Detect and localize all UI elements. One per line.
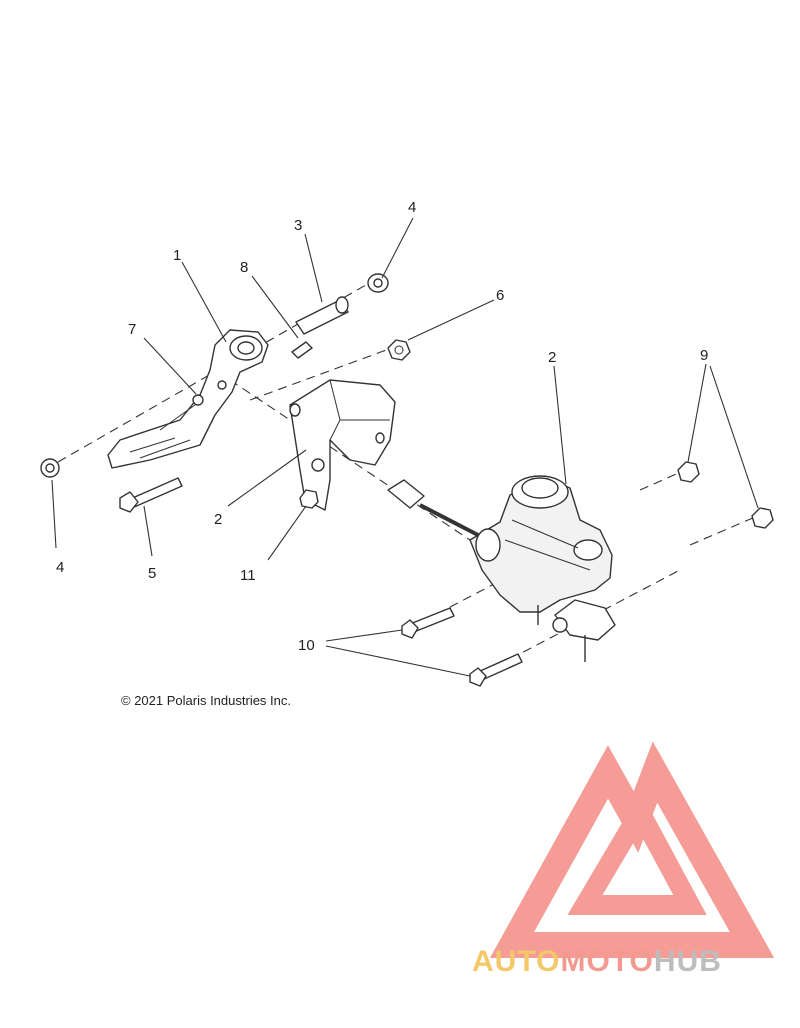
callout-2-cylinder: 2 bbox=[548, 349, 556, 366]
leader-lines bbox=[51, 217, 759, 677]
nut-6 bbox=[387, 339, 411, 361]
bolt-10-upper bbox=[401, 607, 455, 639]
watermark-hub: HUB bbox=[653, 945, 722, 978]
pedal-assembly bbox=[107, 329, 269, 469]
nut-9-upper bbox=[677, 461, 700, 483]
callout-5: 5 bbox=[148, 565, 156, 582]
washer-lower bbox=[40, 458, 60, 478]
callout-10: 10 bbox=[298, 637, 315, 654]
bolt-10-lower bbox=[469, 653, 523, 687]
pin-8 bbox=[291, 341, 313, 359]
nut-11 bbox=[299, 489, 319, 509]
callout-4-bottom: 4 bbox=[56, 559, 64, 576]
washer-upper bbox=[367, 273, 389, 293]
watermark-wordmark: AUTOMOTOHUB bbox=[472, 945, 722, 985]
callout-3: 3 bbox=[294, 217, 302, 234]
callout-8: 8 bbox=[240, 259, 248, 276]
callout-4-top: 4 bbox=[408, 199, 416, 216]
callout-9: 9 bbox=[700, 347, 708, 364]
bushing-sleeve bbox=[295, 296, 349, 335]
nut-9-lower bbox=[751, 507, 774, 529]
master-cylinder bbox=[469, 475, 616, 662]
watermark-logo bbox=[489, 741, 775, 958]
mounting-bracket bbox=[289, 379, 396, 511]
copyright-notice: © 2021 Polaris Industries Inc. bbox=[121, 693, 291, 708]
nut-7 bbox=[192, 394, 204, 406]
assembly-axis-lines bbox=[57, 277, 756, 681]
watermark-auto: AUTO bbox=[472, 945, 561, 978]
watermark-moto: MOTO bbox=[560, 945, 654, 978]
callout-labels: 1 8 3 4 6 7 2 9 2 4 5 11 10 bbox=[56, 199, 708, 654]
callout-7: 7 bbox=[128, 321, 136, 338]
callout-2-bracket: 2 bbox=[214, 511, 222, 528]
push-rod bbox=[387, 479, 479, 537]
pedal-bolt bbox=[119, 477, 183, 513]
callout-6: 6 bbox=[496, 287, 504, 304]
callout-1: 1 bbox=[173, 247, 181, 264]
callout-11: 11 bbox=[240, 567, 256, 584]
